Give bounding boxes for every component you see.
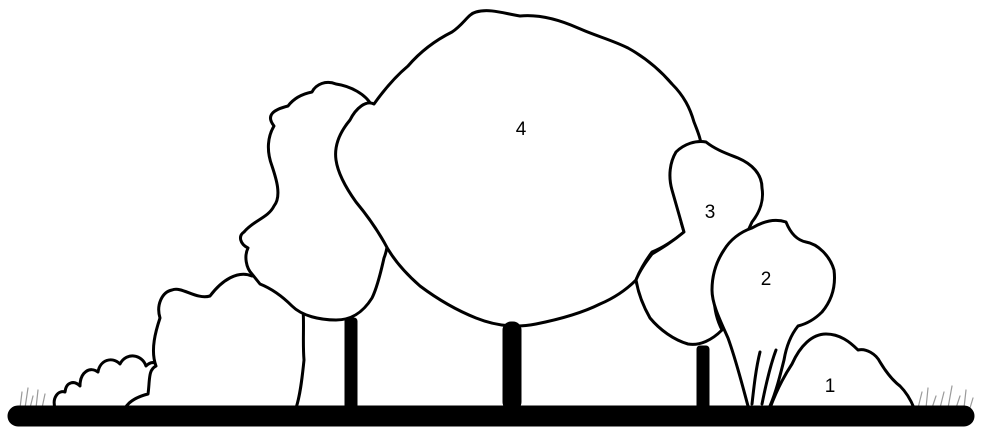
layer-label-4: 4 — [516, 119, 527, 140]
left-grass-icon — [20, 388, 45, 408]
canopy-tree-trunk — [503, 322, 521, 410]
medium-tree-trunk — [697, 346, 709, 410]
layer-label-2: 2 — [761, 269, 772, 290]
tall-narrow-tree-trunk — [345, 318, 357, 410]
layer-label-1: 1 — [825, 376, 836, 397]
layer-label-3: 3 — [705, 202, 716, 223]
right-grass-icon — [918, 386, 973, 408]
right-shrub — [770, 334, 914, 408]
ground-line — [8, 406, 974, 426]
